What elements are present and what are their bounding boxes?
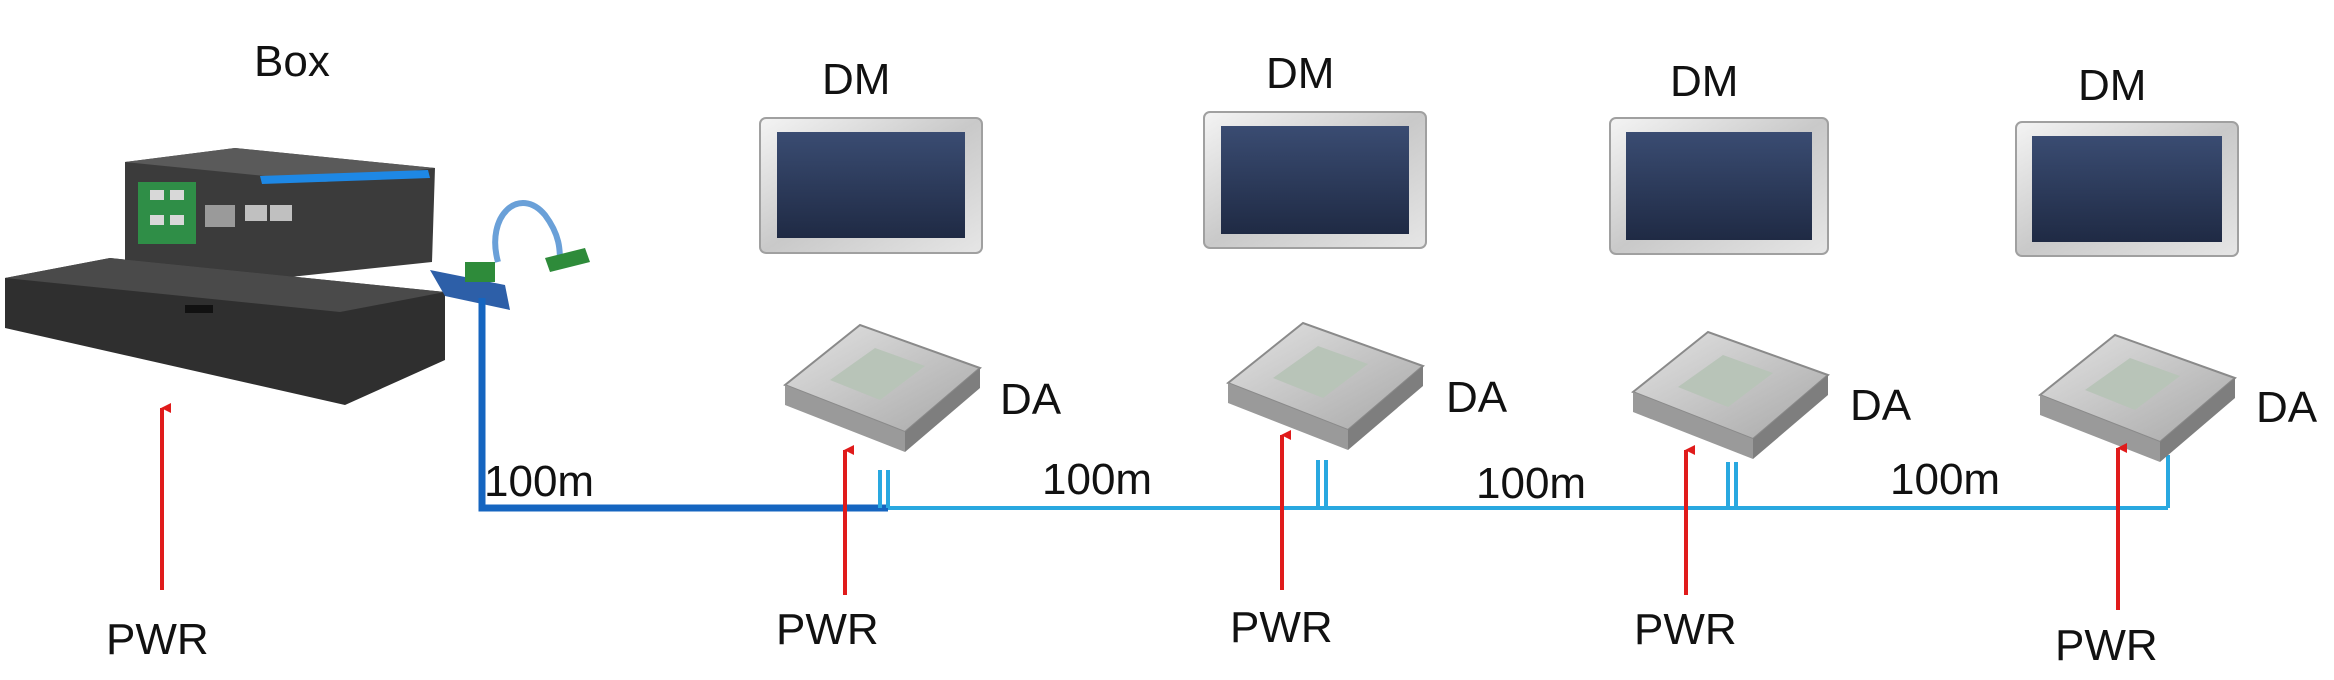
adapter-label: DA [1850,381,1912,430]
display-label: DM [822,55,891,104]
display-monitor [759,117,983,254]
segment-length-label: 100m [1042,455,1153,504]
display-monitor [1203,111,1427,249]
power-arrows [160,403,2127,610]
power-label: PWR [776,605,879,654]
display-adapter [1631,330,1830,459]
power-label: PWR [1634,605,1737,654]
display-label: DM [1266,49,1335,98]
display-adapter [2038,333,2237,462]
box-label: Box [254,37,330,86]
display-adapter [783,323,982,452]
display-label: DM [2078,61,2147,110]
pcie-card [430,200,590,310]
adapter-label: DA [1446,373,1508,422]
segment-length-label: 100m [484,457,595,506]
power-label: PWR [1230,603,1333,652]
display-monitor [2015,121,2239,257]
power-label: PWR [2055,621,2158,670]
display-monitor [1609,117,1829,255]
power-label: PWR [106,615,209,664]
adapter-label: DA [1000,375,1062,424]
segment-length-label: 100m [1476,459,1587,508]
segment-length-label: 100m [1890,455,2001,504]
display-label: DM [1670,57,1739,106]
cable-network [478,298,2170,512]
display-adapter [1226,321,1425,450]
box-computer [125,148,435,280]
panel-pc [5,258,445,405]
adapter-label: DA [2256,383,2318,432]
